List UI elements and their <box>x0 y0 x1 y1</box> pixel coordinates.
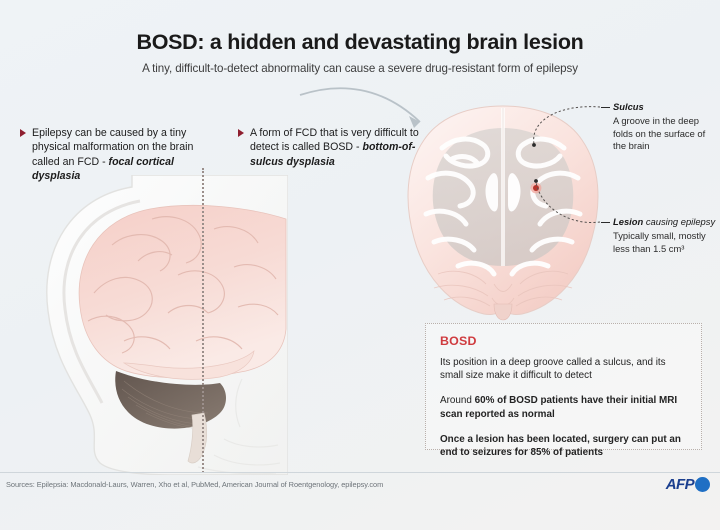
section-plane-dotted-line <box>202 168 204 473</box>
page-title: BOSD: a hidden and devastating brain les… <box>136 30 584 54</box>
label-lesion-body: Typically small, mostly less than 1.5 cm… <box>613 230 706 254</box>
annotation-bosd-emphasis: bottom-of-sulcus dysplasia <box>250 141 416 168</box>
label-lesion: Lesion causing epilepsy Typically small,… <box>613 216 717 255</box>
annotation-fcd-text: Epilepsy can be caused by a tiny physica… <box>32 127 194 168</box>
annotation-bosd-text: A form of FCD that is very difficult to … <box>250 127 419 154</box>
page-subtitle: A tiny, difficult-to-detect abnormality … <box>142 62 578 75</box>
label-sulcus: Sulcus A groove in the deep folds on the… <box>613 101 717 153</box>
bosd-box-paragraph-2: Around 60% of BOSD patients have their i… <box>440 395 678 420</box>
annotation-bosd: A form of FCD that is very difficult to … <box>238 126 422 169</box>
sulcus-leader-dash <box>601 107 610 108</box>
bosd-box-paragraph-1: Its position in a deep groove called a s… <box>440 357 666 382</box>
afp-logo-text: AFP <box>665 475 695 493</box>
footer-divider <box>0 472 720 473</box>
coronal-brain-slice-illustration <box>407 105 599 321</box>
bosd-info-box: BOSD Its position in a deep groove calle… <box>425 323 702 458</box>
bullet-triangle-icon <box>238 129 244 137</box>
lesion-leader-dash <box>601 222 610 223</box>
sources-line: Sources: Epilepsia: Macdonald-Laurs, War… <box>6 480 384 489</box>
bosd-box-paragraph-3: Once a lesion has been located, surgery … <box>440 433 681 459</box>
annotation-fcd-emphasis: focal cortical dysplasia <box>32 155 174 183</box>
label-sulcus-heading: Sulcus <box>613 101 644 112</box>
bosd-box-heading: BOSD <box>440 334 477 348</box>
label-sulcus-body: A groove in the deep folds on the surfac… <box>613 115 706 152</box>
lesion-dot <box>533 185 539 191</box>
bullet-triangle-icon <box>20 129 26 137</box>
head-profile-illustration <box>46 175 288 475</box>
afp-logo-dot-icon <box>695 476 710 492</box>
annotation-fcd: Epilepsy can be caused by a tiny physica… <box>20 126 217 184</box>
label-lesion-heading: Lesion causing epilepsy <box>613 216 716 227</box>
afp-logo: AFP <box>648 474 710 494</box>
